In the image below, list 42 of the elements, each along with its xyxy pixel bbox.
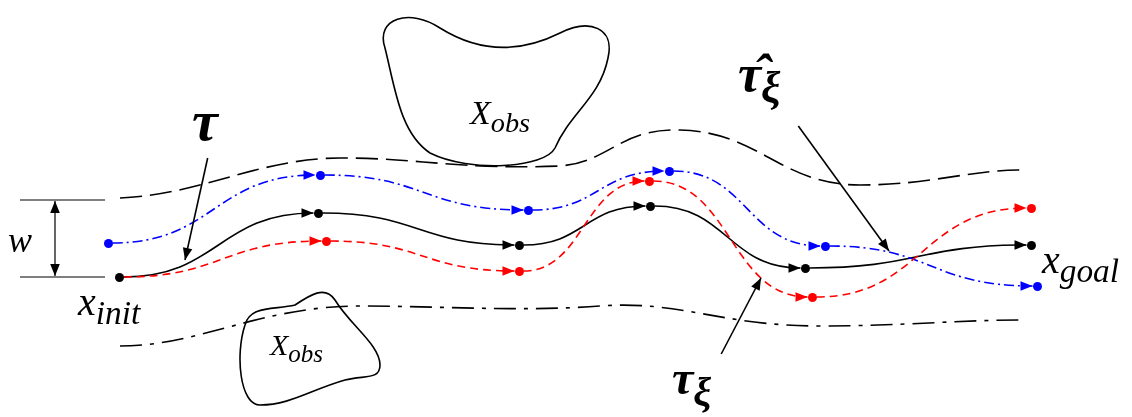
path-segment xyxy=(323,174,525,215)
dimension-label: w xyxy=(8,222,32,258)
waypoint-dot xyxy=(645,201,655,211)
waypoint-dot xyxy=(807,292,817,302)
leader-arrow xyxy=(797,125,890,252)
waypoint-dot xyxy=(1026,203,1036,213)
waypoint-dot xyxy=(523,205,533,215)
waypoint-dot xyxy=(321,236,331,246)
waypoint-dot xyxy=(664,166,674,176)
waypoint-dot xyxy=(800,263,810,273)
path-segment xyxy=(111,170,317,244)
path-segment xyxy=(122,236,323,278)
path-label: τ̂$_{ξ}$ xyxy=(738,48,802,126)
path-segment xyxy=(828,245,1034,291)
waypoint-dot xyxy=(820,241,830,251)
region-label: X$_{obs}$ xyxy=(270,330,324,366)
waypoint-dot xyxy=(514,240,524,250)
path-segment xyxy=(672,170,822,250)
region-label: X$_{obs}$ xyxy=(470,96,531,138)
waypoint-dot xyxy=(514,266,524,276)
path-segment xyxy=(815,204,1028,298)
path-segment xyxy=(808,240,1028,269)
waypoint-dot xyxy=(1026,240,1036,250)
point-label: x$_{goal}$ xyxy=(1042,240,1120,288)
path-segment xyxy=(329,240,516,276)
waypoint-dot xyxy=(315,170,325,180)
waypoint-dot xyxy=(644,176,654,186)
waypoint-dot xyxy=(1032,281,1042,291)
path-label: τ$_{ξ}$ xyxy=(672,354,738,416)
waypoint-dot xyxy=(114,272,124,282)
path-segment xyxy=(321,212,516,250)
leader-arrow xyxy=(720,277,762,355)
waypoint-dot xyxy=(313,208,323,218)
waypoint-dot xyxy=(103,238,113,248)
path-segment xyxy=(653,205,802,272)
point-label: x$_{init}$ xyxy=(78,282,141,330)
path-label: τ xyxy=(192,92,238,158)
path-segment xyxy=(652,180,809,301)
path-segment xyxy=(522,201,647,246)
leader-arrow xyxy=(182,157,209,261)
path-segment xyxy=(531,166,666,211)
path-segment xyxy=(522,177,646,272)
